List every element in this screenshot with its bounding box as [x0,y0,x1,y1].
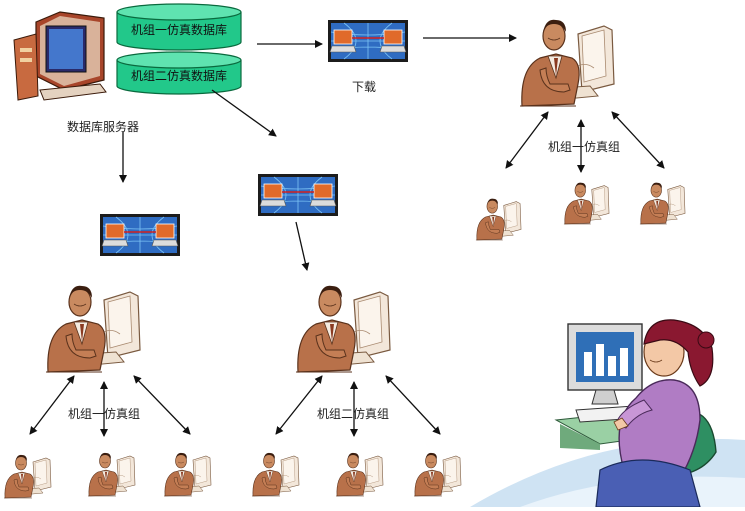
database-cylinder-1 [116,3,242,51]
operator-bottom-mid-lead [295,285,391,373]
operator-bottom-mid-3 [413,452,462,497]
download-network-icon-top [327,19,409,63]
database-1-label: 机组一仿真数据库 [130,23,227,37]
operator-top-right-2 [563,182,610,225]
operator-bottom-left-1 [3,454,52,499]
group-label-top-right: 机组一仿真组 [548,140,621,154]
database-server-icon [13,11,107,101]
operator-top-right-1 [475,198,522,241]
download-network-icon-mid [257,173,339,217]
operator-bottom-mid-1 [251,452,300,497]
database-server-label: 数据库服务器 [67,120,140,134]
database-cylinder-2 [116,51,242,95]
download-label: 下载 [352,80,377,94]
operator-bottom-left-3 [163,452,212,497]
operator-bottom-mid-2 [335,452,384,497]
operator-bottom-left-lead [45,285,141,373]
operator-top-right-3 [639,182,686,225]
database-2-label: 机组二仿真数据库 [130,69,227,83]
operator-bottom-left-2 [87,452,136,497]
group-label-bottom-mid: 机组二仿真组 [317,407,390,421]
woman-at-computer-illustration [470,319,745,508]
operator-top-right-lead [519,19,615,107]
group-label-bottom-left: 机组一仿真组 [68,407,141,421]
flow-arrows [29,34,665,437]
download-network-icon-left [99,213,181,257]
